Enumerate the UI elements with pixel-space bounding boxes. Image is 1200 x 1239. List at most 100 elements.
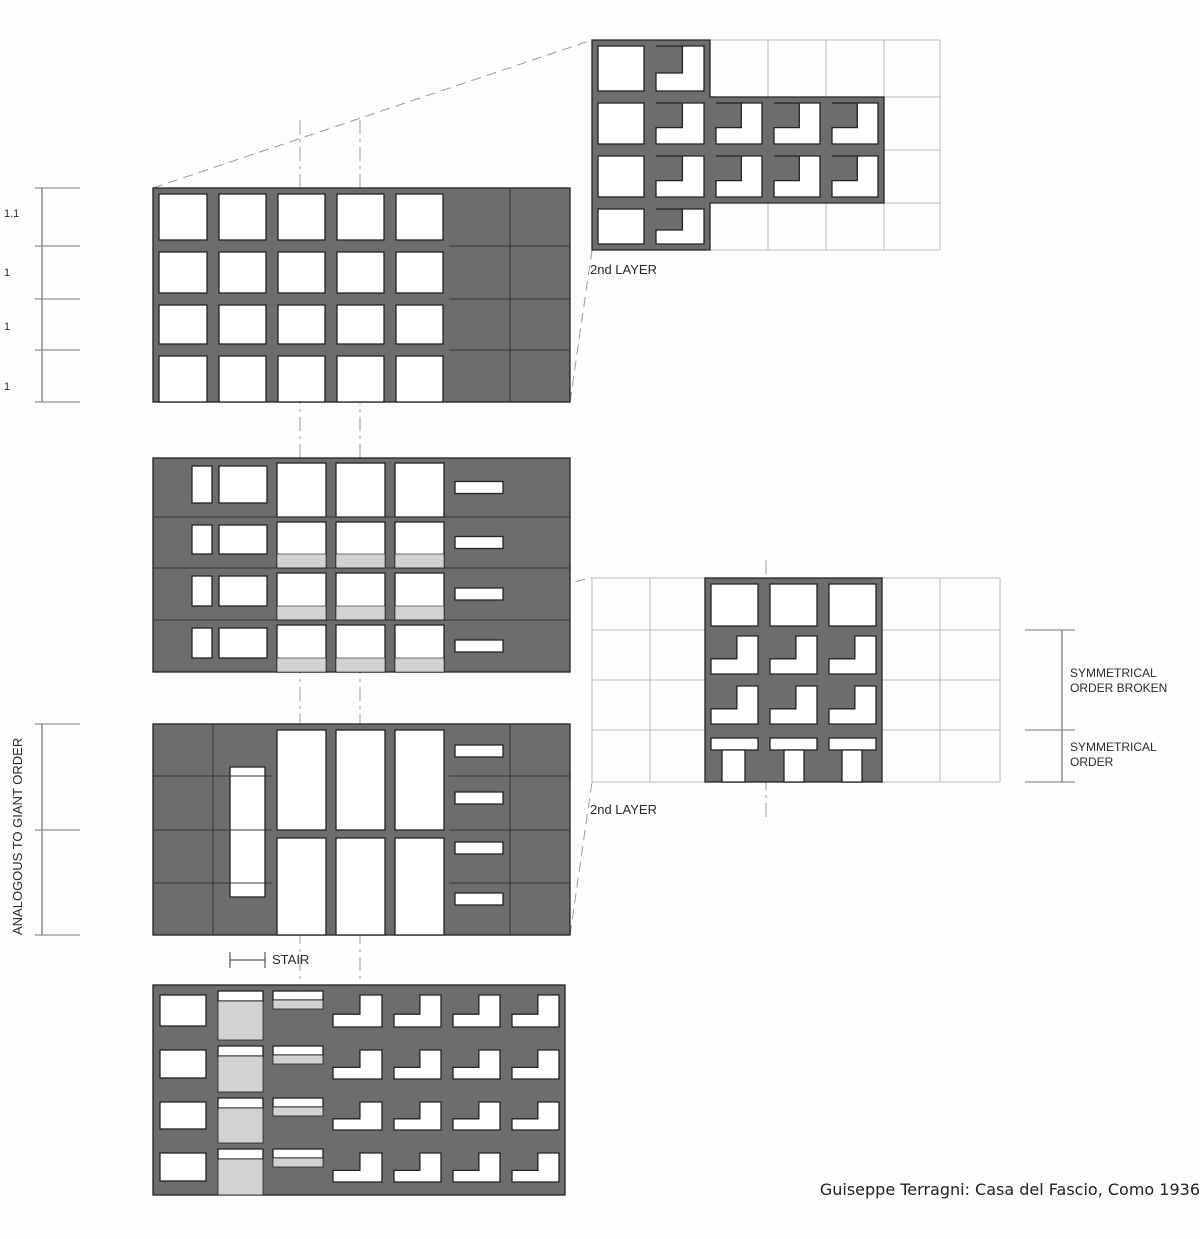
giant-opening	[394, 729, 445, 831]
window	[335, 462, 386, 518]
window	[276, 462, 327, 518]
l-window	[393, 1049, 442, 1080]
infill-panel	[217, 1055, 264, 1093]
window-strip	[272, 1148, 324, 1159]
window	[218, 251, 267, 294]
elevation-1	[152, 187, 571, 403]
l-window	[393, 1101, 442, 1131]
window-strip	[828, 737, 877, 751]
window	[218, 627, 268, 659]
window	[336, 251, 385, 294]
window	[597, 208, 645, 245]
window	[394, 462, 445, 518]
infill-band	[335, 657, 386, 673]
l-window	[452, 994, 501, 1028]
l-window	[332, 1049, 383, 1080]
window	[769, 583, 818, 627]
l-window	[655, 155, 705, 198]
slot-window	[454, 744, 504, 758]
slot-window	[454, 535, 504, 550]
l-window	[332, 994, 383, 1028]
l-window	[452, 1101, 501, 1131]
l-window	[655, 45, 705, 92]
slot-window	[454, 587, 504, 601]
giant-opening	[335, 837, 386, 936]
infill-band	[394, 605, 445, 621]
l-window	[393, 1152, 442, 1183]
l-window	[452, 1152, 501, 1183]
window	[159, 1049, 207, 1079]
window	[218, 355, 267, 403]
l-window	[773, 102, 821, 145]
window	[277, 251, 326, 294]
symmetry-dimension	[1025, 629, 1075, 783]
l-window	[511, 1101, 560, 1131]
second-layer-label-mid: 2nd LAYER	[590, 802, 657, 817]
l-window	[452, 1049, 501, 1080]
window	[597, 45, 645, 92]
infill-band	[276, 553, 327, 569]
window-strip	[272, 990, 324, 1001]
l-window	[715, 155, 763, 198]
window	[710, 583, 759, 627]
projection-line	[569, 249, 593, 403]
l-window	[710, 685, 759, 725]
second-layer-mid	[591, 577, 1001, 783]
l-window	[828, 635, 877, 675]
window	[395, 251, 444, 294]
l-window	[769, 635, 818, 675]
window	[218, 193, 267, 241]
window	[277, 193, 326, 241]
elevation-3	[152, 723, 571, 936]
pillar-gap	[783, 749, 805, 783]
symmetrical-order-broken-label: SYMMETRICAL ORDER BROKEN	[1070, 666, 1168, 695]
second-layer-label-top: 2nd LAYER	[590, 262, 657, 277]
giant-opening	[276, 729, 327, 831]
l-window	[710, 635, 759, 675]
symmetrical-order-label: SYMMETRICAL ORDER	[1070, 740, 1157, 769]
projection-line	[569, 781, 593, 936]
l-window	[655, 102, 705, 145]
window	[395, 304, 444, 345]
window	[158, 251, 208, 294]
l-window	[773, 155, 821, 198]
window	[218, 575, 268, 607]
window-strip	[272, 1097, 324, 1108]
slot-window	[454, 892, 504, 906]
ratio-label-4: 1	[4, 381, 11, 393]
l-window	[831, 102, 879, 145]
projection-line	[152, 39, 593, 189]
window	[277, 304, 326, 345]
l-window	[655, 208, 705, 245]
window-strip	[217, 1045, 264, 1057]
infill-panel	[217, 1107, 264, 1144]
elevation-2	[152, 457, 571, 673]
slot-window	[454, 639, 504, 653]
slot-window	[454, 480, 504, 495]
giant-opening	[394, 837, 445, 936]
window	[159, 1152, 207, 1182]
slot-window	[454, 791, 504, 805]
infill-band	[276, 605, 327, 621]
caption: Guiseppe Terragni: Casa del Fascio, Como…	[819, 1180, 1200, 1199]
window	[158, 355, 208, 403]
infill-band	[394, 657, 445, 673]
ratio-label-3: 1	[4, 321, 11, 333]
window-strip	[217, 1097, 264, 1109]
l-window	[715, 102, 763, 145]
window-strip	[769, 737, 818, 751]
l-window	[511, 1152, 560, 1183]
window-strip	[217, 1148, 264, 1160]
ratio-label-2: 1	[4, 267, 11, 279]
infill-strip	[272, 1157, 324, 1168]
dimension-ticks	[35, 187, 80, 403]
elevation-4	[152, 984, 566, 1196]
l-window	[828, 685, 877, 725]
narrow-window	[191, 575, 213, 607]
window	[158, 193, 208, 241]
infill-strip	[272, 999, 324, 1010]
infill-strip	[272, 1106, 324, 1117]
window-strip	[217, 990, 264, 1002]
window	[336, 304, 385, 345]
